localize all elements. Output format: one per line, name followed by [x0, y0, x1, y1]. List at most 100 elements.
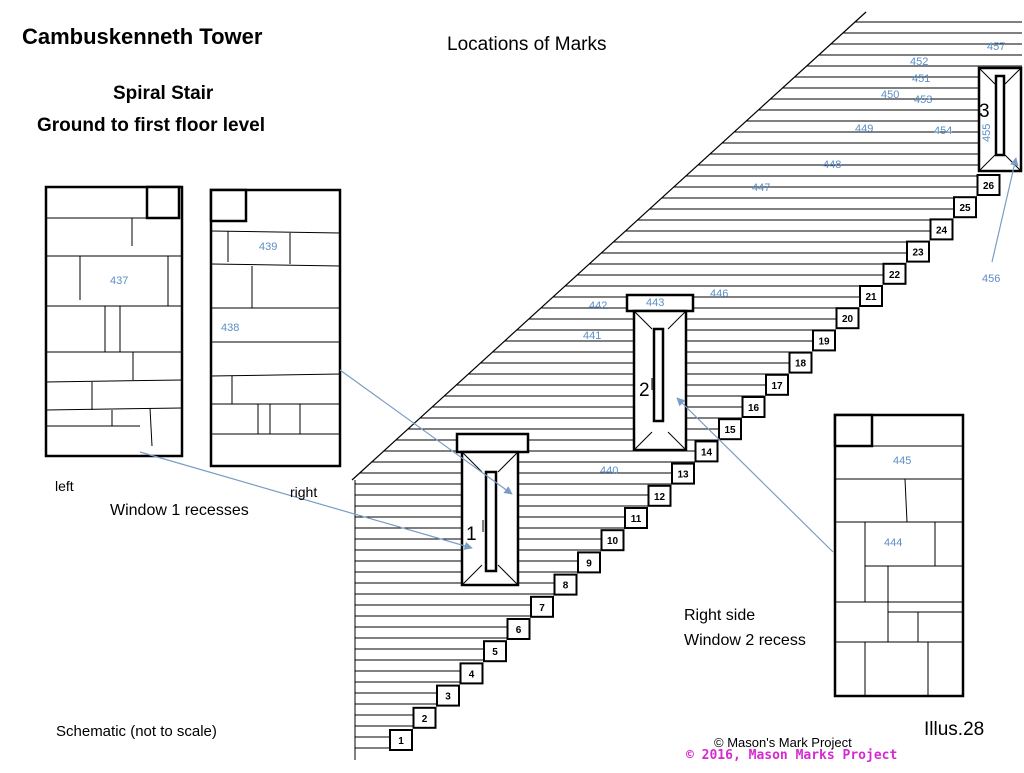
step-number: 13	[677, 470, 689, 481]
label-left: left	[55, 478, 74, 494]
step-2: 2	[412, 706, 437, 729]
step-box	[788, 351, 813, 374]
step-box	[436, 684, 460, 707]
step-box	[741, 396, 766, 418]
step-box	[718, 418, 742, 441]
mark-453: 453	[914, 94, 932, 106]
step-box	[647, 484, 672, 507]
step-number: 2	[422, 714, 428, 725]
panel-window2-recess	[833, 413, 965, 698]
step-box	[906, 240, 930, 263]
arrow-panel-to-window2	[676, 397, 834, 553]
step-5: 5	[483, 640, 507, 663]
window-2-slit	[652, 327, 665, 423]
step-number: 15	[724, 425, 736, 436]
mark-452: 452	[910, 56, 928, 68]
step-7: 7	[530, 595, 554, 618]
step-number: 22	[889, 270, 901, 281]
step-number: 5	[492, 647, 498, 658]
mark-442: 442	[589, 300, 607, 312]
arrow-456-to-window3	[991, 157, 1019, 263]
mark-437: 437	[110, 275, 128, 287]
panel-right-recess	[209, 188, 342, 468]
step-box	[553, 573, 578, 596]
subtitle-line-2: Ground to first floor level	[37, 115, 266, 136]
step-18: 18	[788, 351, 813, 374]
mark-448: 448	[823, 159, 841, 171]
step-number: 14	[701, 447, 713, 458]
panel-left-recess	[44, 185, 184, 458]
mark-440: 440	[600, 465, 618, 477]
step-12: 12	[647, 484, 672, 507]
mark-439: 439	[259, 241, 277, 253]
diagram-heading: Locations of Marks	[447, 34, 607, 55]
copyright-pink: © 2016, Mason Marks Project	[686, 748, 898, 763]
step-box	[812, 329, 836, 352]
mark-447: 447	[752, 182, 770, 194]
step-10: 10	[600, 529, 625, 552]
subtitle-line-1: Spiral Stair	[113, 83, 214, 104]
step-13: 13	[671, 462, 695, 485]
step-box	[976, 174, 1001, 196]
step-box	[694, 440, 719, 463]
step-number: 17	[771, 381, 783, 392]
step-21: 21	[859, 285, 883, 307]
mark-455: 455	[981, 124, 993, 142]
arrows	[139, 157, 1019, 553]
step-1: 1	[389, 729, 413, 751]
step-4: 4	[459, 662, 484, 685]
step-box	[624, 507, 648, 529]
mark-446: 446	[710, 288, 728, 300]
label-window1-recesses: Window 1 recesses	[110, 502, 249, 519]
window-2: 2	[625, 293, 695, 452]
window-3-slit	[994, 74, 1006, 157]
step-box	[765, 373, 789, 396]
step-number: 9	[586, 558, 592, 569]
step-box	[483, 640, 507, 663]
step-15: 15	[718, 418, 742, 441]
window-1-number: 1	[466, 524, 477, 545]
step-number: 1	[398, 736, 404, 747]
step-number: 24	[936, 225, 948, 236]
step-number: 23	[912, 248, 924, 259]
step-22: 22	[882, 262, 907, 285]
step-23: 23	[906, 240, 930, 263]
window-1: 1	[455, 432, 530, 587]
step-19: 19	[812, 329, 836, 352]
step-box	[882, 262, 907, 285]
mark-454: 454	[934, 125, 952, 137]
step-number: 19	[818, 336, 830, 347]
mark-444: 444	[884, 537, 902, 549]
steps-group: 1234567891011121314151617181920212223242…	[389, 174, 1001, 751]
step-16: 16	[741, 396, 766, 418]
step-25: 25	[953, 196, 977, 219]
mark-445: 445	[893, 455, 911, 467]
step-box	[530, 595, 554, 618]
step-number: 6	[516, 625, 522, 636]
mark-443: 443	[646, 297, 664, 309]
label-schematic: Schematic (not to scale)	[56, 723, 217, 740]
mark-456: 456	[982, 273, 1000, 285]
step-box	[835, 307, 860, 330]
mark-441: 441	[583, 330, 601, 342]
mark-450: 450	[881, 89, 899, 101]
mark-labels: 437 438 439 440 441 442 443 444 445 446 …	[110, 41, 1005, 549]
step-box	[389, 729, 413, 751]
label-illus: Illus.28	[924, 719, 985, 740]
window-2-number: 2	[639, 380, 650, 401]
stair-outer-wall	[351, 11, 867, 481]
step-box	[953, 196, 977, 219]
step-number: 20	[842, 314, 854, 325]
step-number: 25	[959, 203, 971, 214]
step-11: 11	[624, 507, 648, 529]
step-number: 21	[865, 292, 877, 303]
step-17: 17	[765, 373, 789, 396]
window-1-slit	[484, 470, 498, 573]
page-title: Cambuskenneth Tower	[22, 24, 263, 49]
step-14: 14	[694, 440, 719, 463]
step-number: 16	[748, 403, 760, 414]
label-right-side: Right side	[684, 607, 756, 624]
step-box	[506, 618, 531, 640]
